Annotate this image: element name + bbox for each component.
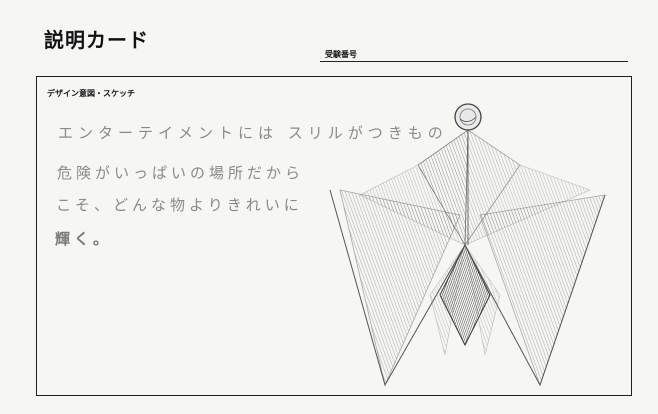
card-title: 説明カード <box>44 28 149 52</box>
design-intent-label: デザイン意図・スケッチ <box>47 89 135 98</box>
lower-left-leg <box>429 244 466 356</box>
handwritten-line-3: こそ、どんな物よりきれいに <box>56 196 303 214</box>
handwritten-line-4: 輝く。 <box>55 230 113 248</box>
handwritten-line-1: エンターテイメントには スリルがつきもの <box>58 124 448 142</box>
inner-left-wing <box>359 164 466 246</box>
ball-icon <box>454 103 482 131</box>
w-sketch-drawing <box>329 103 606 387</box>
handwritten-line-2: 危険がいっぱいの場所だから <box>57 164 305 182</box>
inner-right-wing <box>464 164 591 246</box>
exam-number-label: 受験番号 <box>325 50 357 59</box>
exam-number-field[interactable] <box>320 61 628 62</box>
lower-right-leg <box>464 244 501 356</box>
design-intent-frame <box>36 76 632 396</box>
w-outline <box>329 189 606 387</box>
